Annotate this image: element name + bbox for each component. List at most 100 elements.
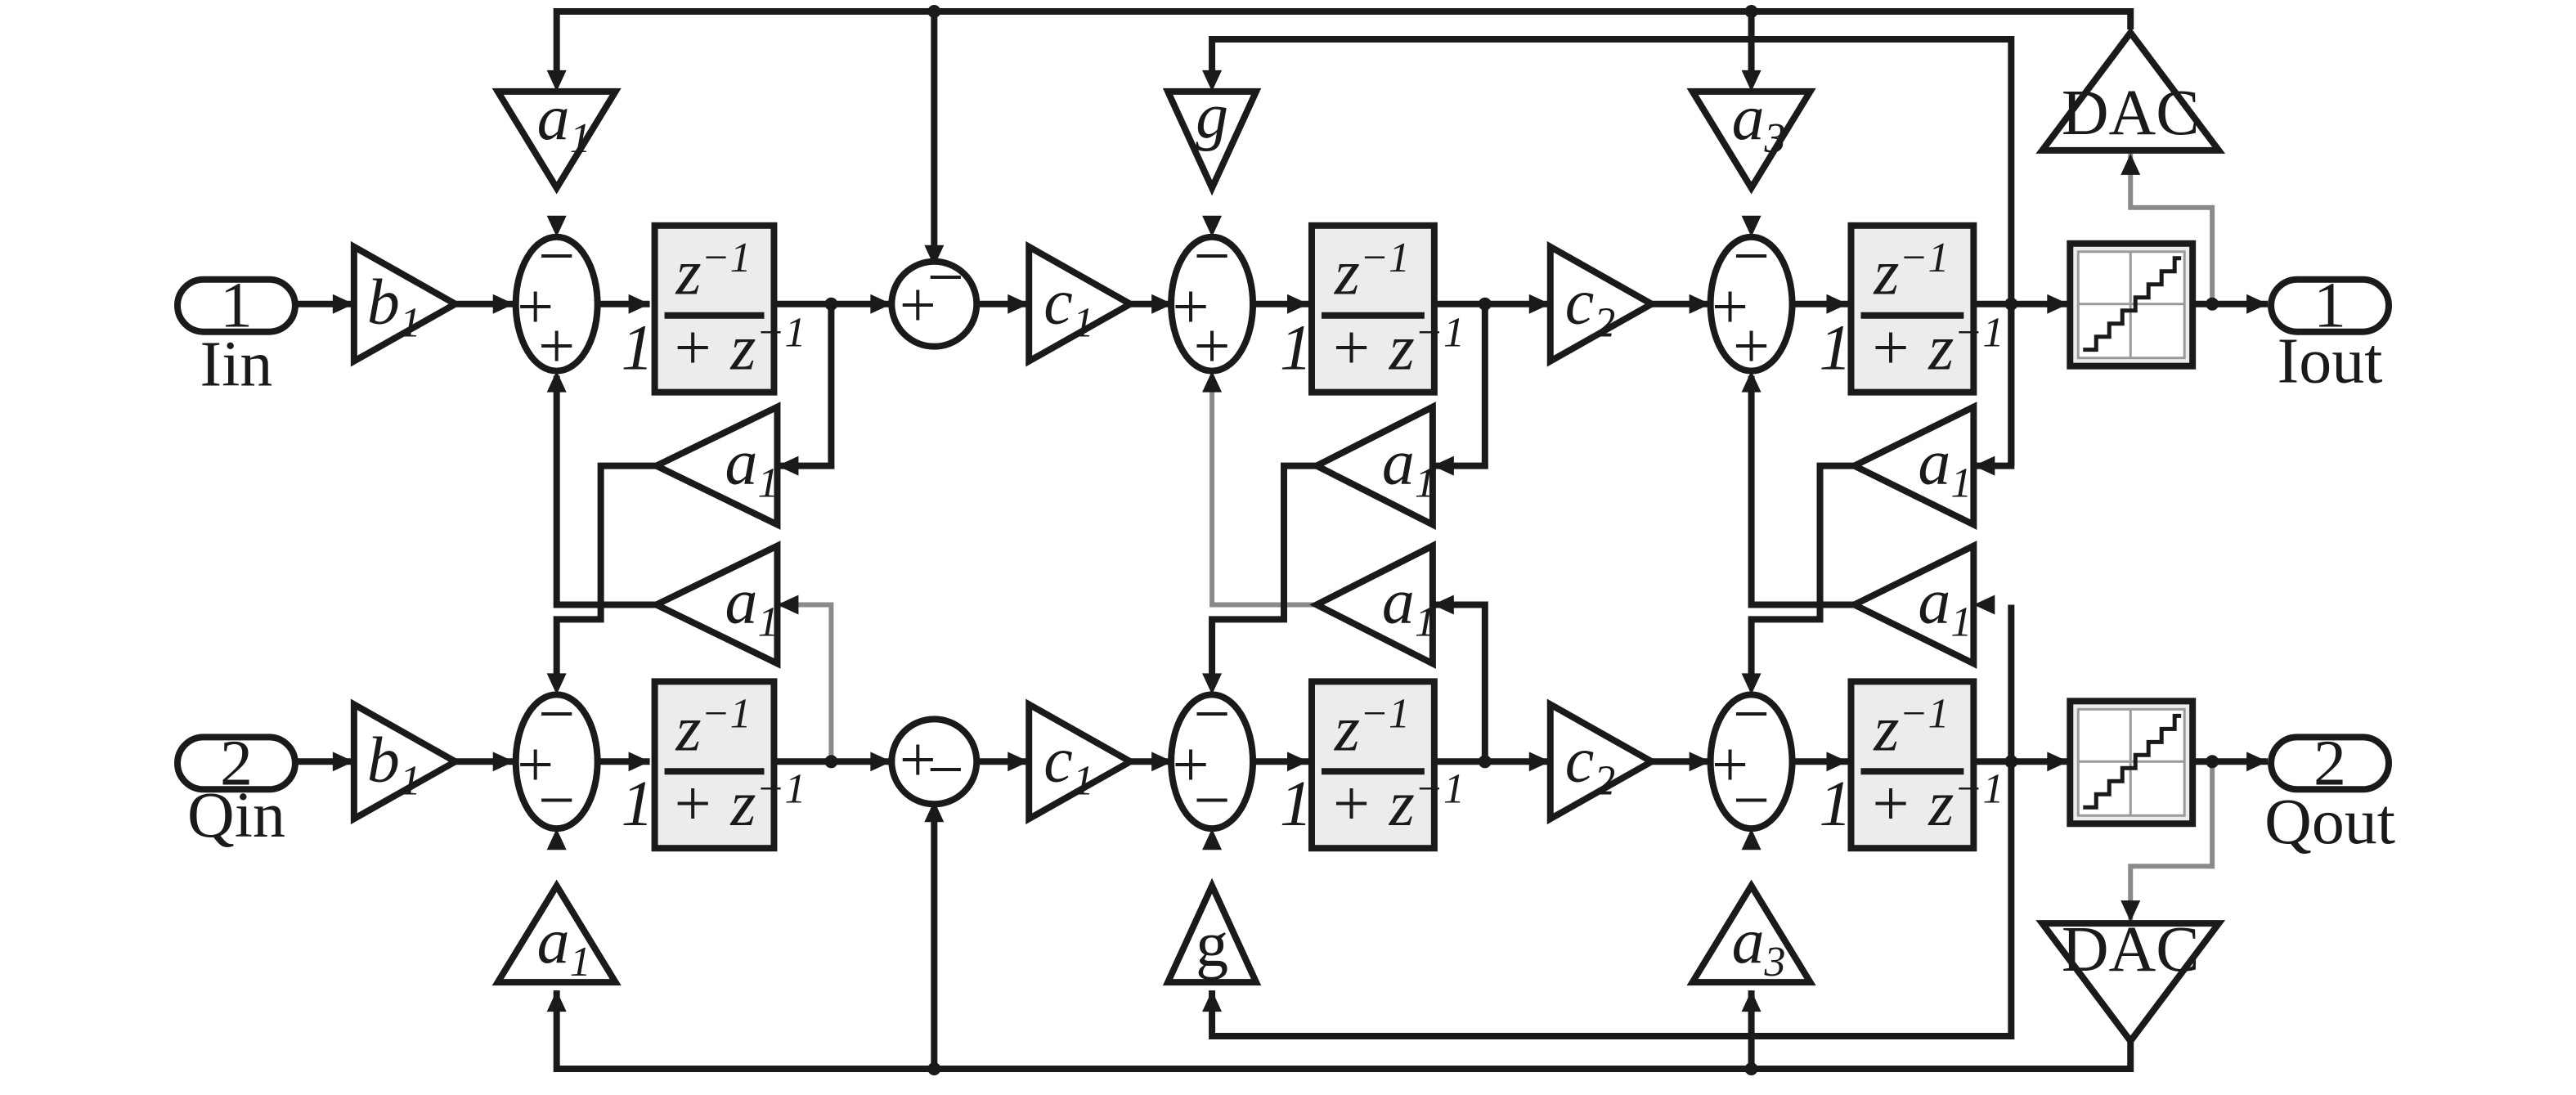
gain-a1-cross-2b: a1 xyxy=(1309,540,1436,669)
port-iout-label: Iout xyxy=(2278,325,2383,397)
port-iout-number: 1 xyxy=(2313,270,2346,342)
svg-text:c2: c2 xyxy=(1565,724,1615,804)
gain-a3-feedback-bottom: a3 xyxy=(1686,879,1816,985)
svg-text:−: − xyxy=(538,765,575,837)
sum-middle-top: + − xyxy=(888,242,981,350)
svg-text:a1: a1 xyxy=(725,565,779,645)
quantizer-top xyxy=(2067,240,2197,370)
svg-text:z−1: z−1 xyxy=(1873,690,1949,765)
dac-top-label: DAC xyxy=(2062,77,2200,149)
gain-a3-feedback-top: a3 xyxy=(1686,82,1816,195)
port-iin-number: 1 xyxy=(220,270,253,342)
svg-text:−: − xyxy=(927,734,964,806)
svg-text:−: − xyxy=(1194,678,1231,750)
svg-text:+: + xyxy=(1173,729,1209,801)
svg-text:−: − xyxy=(538,678,575,750)
svg-text:−: − xyxy=(1733,765,1770,837)
svg-text:a1: a1 xyxy=(537,905,591,985)
arrowheads xyxy=(332,70,2269,1012)
port-qout-number: 2 xyxy=(2313,727,2346,799)
wires xyxy=(294,4,2269,1076)
dac-bottom: DAC xyxy=(2035,913,2226,1047)
gain-a1-cross-1b: a1 xyxy=(648,541,781,669)
dac-bottom-label: DAC xyxy=(2062,913,2200,985)
svg-text:c1: c1 xyxy=(1043,724,1093,804)
svg-text:a1: a1 xyxy=(1382,565,1436,645)
svg-text:c2: c2 xyxy=(1565,267,1615,347)
svg-text:g: g xyxy=(1196,80,1228,152)
svg-text:a1: a1 xyxy=(1918,565,1972,645)
integrator-1-bottom: z−1 1 + z−1 xyxy=(622,678,806,852)
svg-text:1 + z−1: 1 + z−1 xyxy=(622,765,806,840)
svg-text:+: + xyxy=(1733,311,1770,383)
sum-stage3-bottom: − + − xyxy=(1707,678,1796,837)
svg-text:1 + z−1: 1 + z−1 xyxy=(1819,765,2004,840)
port-iin-label: Iin xyxy=(200,329,273,401)
quantizer-bottom xyxy=(2067,698,2197,828)
dac-top: DAC xyxy=(2035,27,2226,154)
sum-middle-bottom: + − xyxy=(888,716,981,808)
gain-g-feedback-bottom: g xyxy=(1162,877,1262,986)
port-qout: 2 Qout xyxy=(2264,727,2395,858)
svg-text:−: − xyxy=(1194,765,1231,837)
svg-text:z−1: z−1 xyxy=(1334,235,1410,309)
sum-stage2-top: − + + xyxy=(1168,221,1257,383)
svg-text:−: − xyxy=(1733,221,1770,293)
svg-text:z−1: z−1 xyxy=(675,690,751,765)
gain-g-feedback-top: g xyxy=(1162,80,1262,196)
svg-text:1 + z−1: 1 + z−1 xyxy=(1280,765,1465,840)
svg-text:−: − xyxy=(538,221,575,293)
port-qout-label: Qout xyxy=(2264,786,2395,858)
integrator-3-bottom: z−1 1 + z−1 xyxy=(1819,678,2004,852)
gain-b1-top: b1 xyxy=(350,240,462,367)
gain-a1-feedback-bottom: a1 xyxy=(491,879,622,985)
svg-text:+: + xyxy=(517,272,554,343)
svg-text:c1: c1 xyxy=(1043,267,1093,347)
svg-text:a3: a3 xyxy=(1732,82,1786,162)
integrator-1-top: z−1 1 + z−1 xyxy=(622,222,806,396)
svg-text:z−1: z−1 xyxy=(675,235,751,309)
svg-text:−: − xyxy=(1194,221,1231,293)
svg-text:a1: a1 xyxy=(537,82,591,162)
svg-text:+: + xyxy=(538,311,575,383)
port-qin-number: 2 xyxy=(220,727,253,799)
gain-a1-cross-3a: a1 xyxy=(1847,402,1977,530)
svg-text:b1: b1 xyxy=(367,267,421,347)
gain-b1-bottom: b1 xyxy=(350,698,462,825)
integrator-3-top: z−1 1 + z−1 xyxy=(1819,222,2004,396)
gain-a1-feedback-top: a1 xyxy=(491,82,622,195)
svg-text:1 + z−1: 1 + z−1 xyxy=(1819,310,2004,384)
svg-text:−: − xyxy=(1733,678,1770,750)
svg-text:g: g xyxy=(1196,909,1228,981)
svg-text:+: + xyxy=(900,724,936,796)
svg-text:1 + z−1: 1 + z−1 xyxy=(1280,310,1465,384)
svg-text:+: + xyxy=(1194,311,1231,383)
port-iin: 1 Iin xyxy=(174,270,298,401)
gain-a1-cross-1a: a1 xyxy=(648,402,781,530)
port-iout: 1 Iout xyxy=(2268,270,2392,397)
svg-text:−: − xyxy=(927,242,964,314)
sum-stage2-bottom: − + − xyxy=(1168,678,1257,837)
gain-a1-cross-3b: a1 xyxy=(1847,541,1977,669)
svg-text:1 + z−1: 1 + z−1 xyxy=(622,310,806,384)
integrator-2-top: z−1 1 + z−1 xyxy=(1280,222,1465,396)
sum-stage3-top: − + + xyxy=(1707,221,1796,383)
gain-c1-top: c1 xyxy=(1025,240,1138,367)
svg-text:a3: a3 xyxy=(1732,905,1786,985)
port-qin-label: Qin xyxy=(187,779,285,851)
svg-text:+: + xyxy=(1173,272,1209,343)
gain-a1-cross-2a: a1 xyxy=(1309,402,1436,531)
gain-c1-bottom: c1 xyxy=(1025,698,1138,825)
sum-stage1-bottom: − + − xyxy=(512,678,601,837)
gain-c2-top: c2 xyxy=(1546,240,1658,367)
svg-text:+: + xyxy=(900,270,936,342)
svg-text:a1: a1 xyxy=(725,427,779,507)
sum-stage1-top: − + + xyxy=(512,221,601,383)
gain-c2-bottom: c2 xyxy=(1546,698,1658,825)
svg-text:z−1: z−1 xyxy=(1873,235,1949,309)
svg-text:b1: b1 xyxy=(367,724,421,804)
integrator-2-bottom: z−1 1 + z−1 xyxy=(1280,678,1465,852)
svg-text:+: + xyxy=(1712,729,1748,801)
svg-text:z−1: z−1 xyxy=(1334,690,1410,765)
